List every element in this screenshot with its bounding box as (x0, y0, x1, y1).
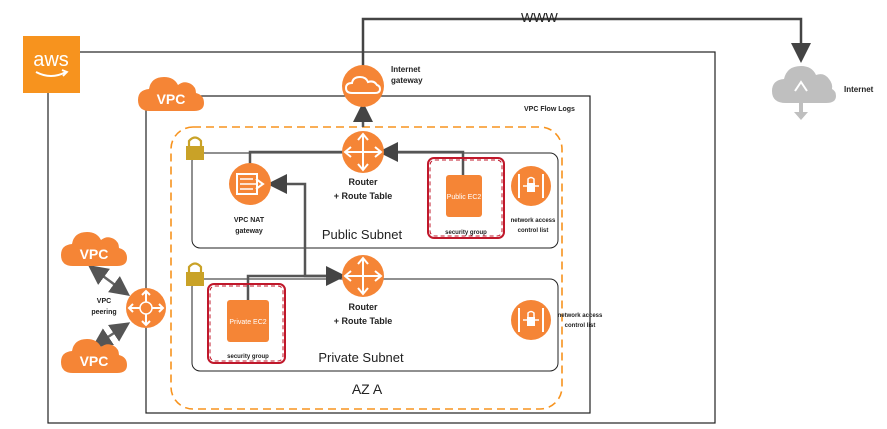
igw-label-1: Internet (391, 65, 421, 74)
security-group-public-label: security group (445, 230, 487, 236)
www-label: WWW (521, 10, 559, 25)
www-connection-line (361, 17, 811, 66)
vpc-flow-logs-label: VPC Flow Logs (524, 106, 575, 113)
security-group-public (427, 157, 505, 239)
router-public-label-1: Router (349, 177, 378, 187)
nacl-icon-private (511, 300, 551, 340)
lock-icon-private (186, 262, 204, 286)
private-subnet-label: Private Subnet (318, 350, 404, 365)
private-ec2-label: Private EC2 (229, 319, 266, 326)
lock-icon-public (186, 136, 204, 160)
nacl-public-label-2: control list (518, 228, 549, 234)
router-nat-line (248, 150, 345, 164)
nacl-private-label-1: network access (558, 313, 603, 319)
internet-cloud-icon (772, 66, 836, 120)
igw-label-2: gateway (391, 76, 423, 85)
public-ec2-label: Public EC2 (447, 194, 482, 201)
ec2-instance-icon-public (446, 175, 482, 217)
nacl-public-label-1: network access (511, 218, 556, 224)
vpc-left-bottom-label: VPC (80, 353, 109, 369)
nacl-icon-public (511, 166, 551, 206)
vpc-peering-label-1: VPC (97, 298, 111, 305)
peering-line-bottom (91, 322, 131, 348)
router-private-label-1: Router (349, 302, 378, 312)
public-subnet-label: Public Subnet (322, 227, 403, 242)
nat-gateway-icon (229, 163, 271, 205)
router-private-label-2: + Route Table (334, 316, 393, 326)
internet-label: Internet (844, 85, 874, 94)
aws-logo-text: aws (33, 49, 69, 71)
router-icon-public (342, 131, 384, 173)
vpc-cloud-icon: VPC (138, 77, 204, 111)
vpc-left-top-label: VPC (80, 246, 109, 262)
nat-label-1: VPC NAT (234, 217, 265, 224)
ec2-instance-icon-private (227, 300, 269, 342)
aws-logo: aws (23, 36, 80, 93)
aws-account-boundary (47, 51, 716, 424)
router-icon-private (342, 255, 384, 297)
peering-line-top (87, 265, 131, 296)
vpc-peering-icon (126, 288, 166, 328)
security-group-private (207, 283, 286, 364)
internet-gateway-icon (342, 65, 384, 107)
private-ec2-router-line (246, 266, 346, 300)
router-public-label-2: + Route Table (334, 191, 393, 201)
vpc-peering-label-2: peering (91, 309, 116, 316)
security-group-private-label: security group (227, 354, 269, 360)
vpc-cloud-icon-left-top: VPC (61, 232, 127, 266)
nacl-private-label-2: control list (565, 323, 596, 329)
vpc-cloud-icon-left-bottom: VPC (61, 339, 127, 373)
vpc-label: VPC (157, 91, 186, 107)
nat-label-2: gateway (235, 228, 263, 235)
availability-zone-boundary (170, 126, 563, 410)
public-ec2-router-line (378, 142, 465, 175)
az-label: AZ A (352, 381, 383, 397)
